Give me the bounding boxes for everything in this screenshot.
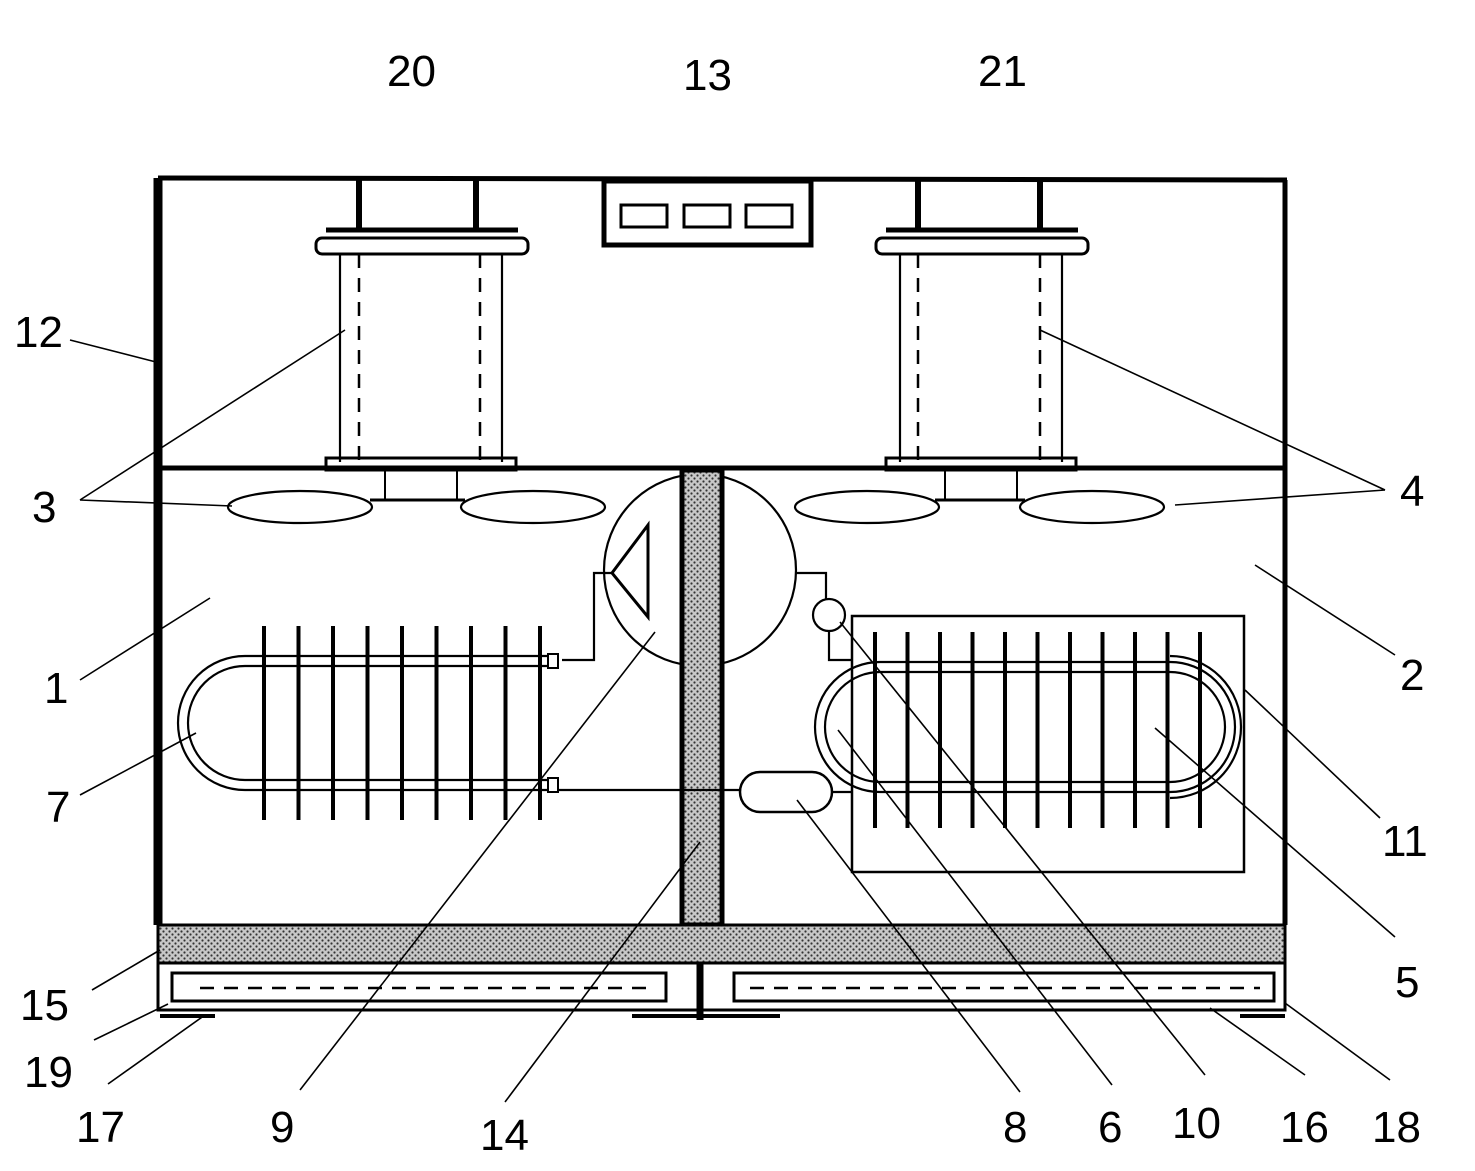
label-1: 1 (44, 664, 68, 713)
bottom-trays (158, 963, 1285, 1020)
label-7: 7 (46, 783, 70, 832)
label-19: 19 (24, 1048, 73, 1097)
label-10: 10 (1172, 1099, 1221, 1148)
exchanger-enclosure (852, 616, 1244, 872)
label-13: 13 (683, 51, 732, 100)
right-heat-exchanger (740, 599, 1244, 872)
label-14: 14 (480, 1111, 529, 1160)
label-4: 4 (1400, 467, 1424, 516)
label-21: 21 (978, 47, 1027, 96)
label-2: 2 (1400, 651, 1424, 700)
label-6: 6 (1098, 1103, 1122, 1152)
valve-10 (813, 599, 845, 631)
label-15: 15 (20, 981, 69, 1030)
label-12: 12 (14, 308, 63, 357)
bottom-insulation (158, 925, 1285, 963)
control-box (604, 181, 811, 245)
label-3: 3 (32, 483, 56, 532)
label-18: 18 (1372, 1103, 1421, 1152)
right-fan-assembly (795, 180, 1164, 523)
label-17: 17 (76, 1103, 125, 1152)
label-16: 16 (1280, 1103, 1329, 1152)
label-9: 9 (270, 1103, 294, 1152)
label-5: 5 (1395, 958, 1419, 1007)
left-fan-assembly (228, 180, 605, 523)
label-11: 11 (1382, 817, 1428, 866)
accumulator-8 (740, 772, 832, 812)
label-8: 8 (1003, 1103, 1027, 1152)
label-20: 20 (387, 47, 436, 96)
